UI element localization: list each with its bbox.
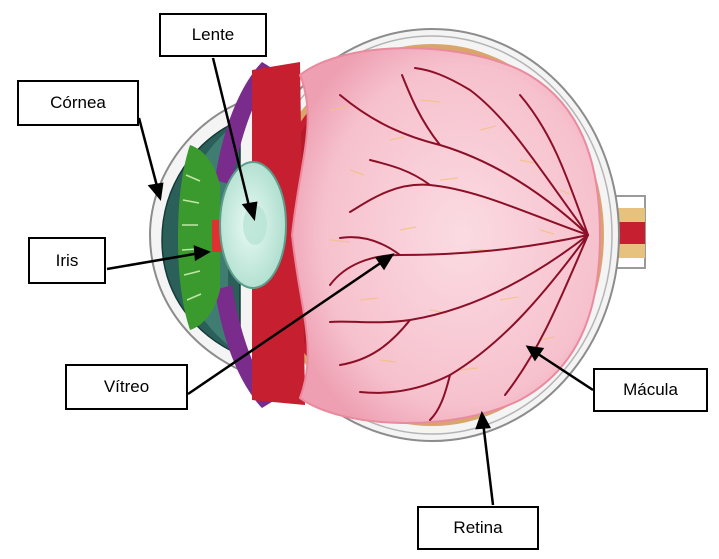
lens-shape (220, 162, 286, 288)
label-vitreo: Vítreo (65, 364, 188, 410)
label-iris: Iris (28, 237, 106, 284)
iris-shape (178, 145, 222, 330)
label-lente: Lente (159, 13, 267, 57)
label-cornea: Córnea (17, 80, 139, 126)
label-retina: Retina (417, 506, 539, 550)
vitreous-body (292, 48, 600, 423)
label-macula: Mácula (593, 368, 708, 412)
